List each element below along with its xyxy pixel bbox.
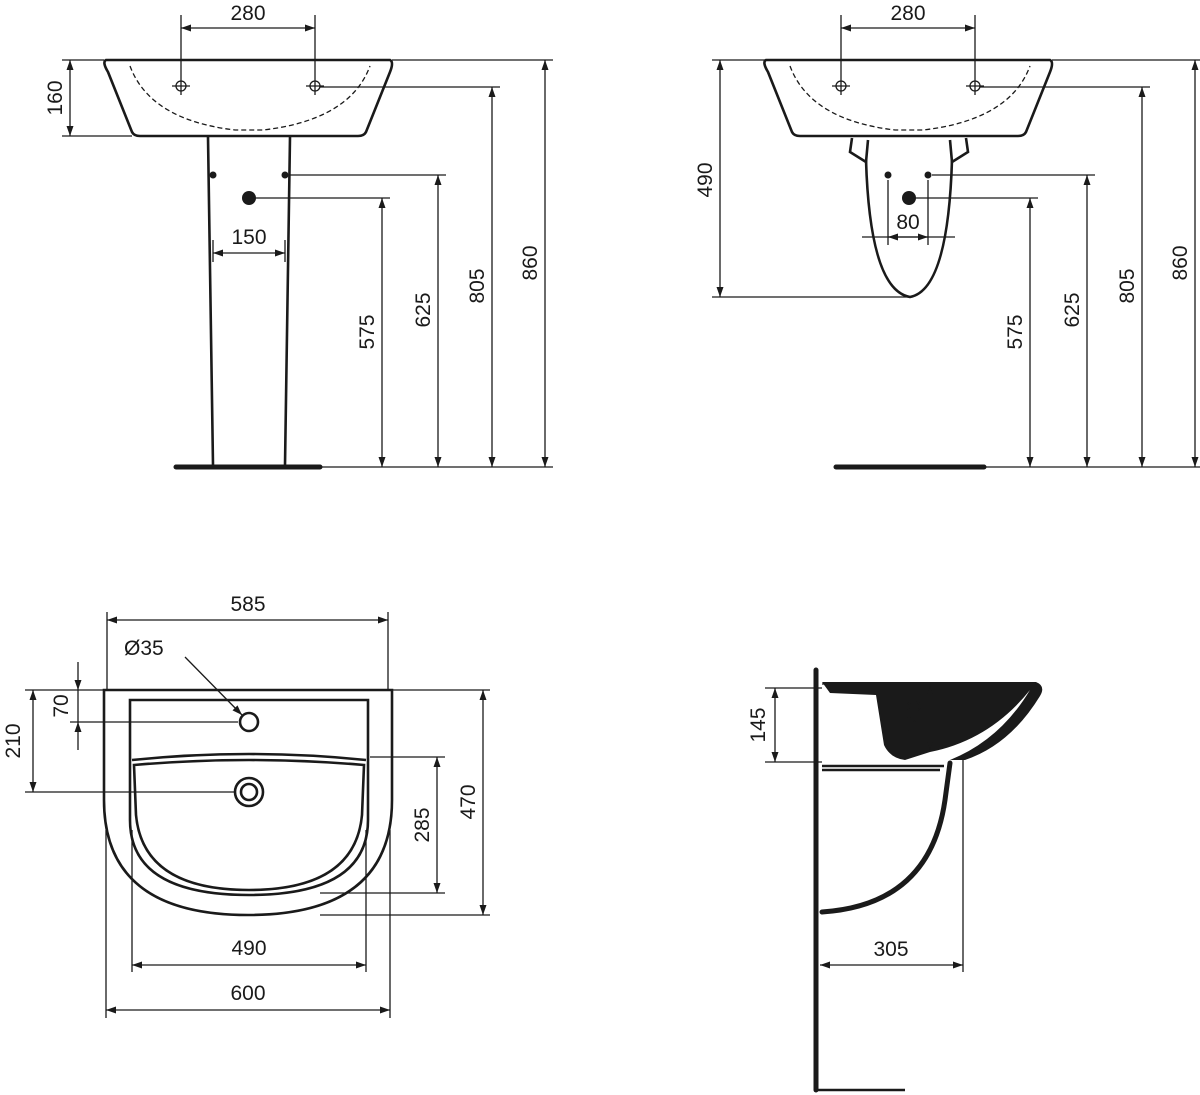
dim-805: 805 xyxy=(466,268,489,303)
tap-hole xyxy=(238,711,260,733)
basin-outline xyxy=(103,58,394,138)
waste-point xyxy=(902,191,916,205)
pedestal-front-view: 280 160 150 575 625 805 860 xyxy=(44,2,553,470)
pedestal-top xyxy=(822,764,944,772)
side-view: 145 140 305 xyxy=(747,667,1043,1093)
dim-145: 145 xyxy=(747,707,770,742)
extension-lines xyxy=(712,15,1200,468)
waste-point xyxy=(242,191,256,205)
dim-860: 860 xyxy=(1169,245,1192,280)
dim-625: 625 xyxy=(412,292,435,327)
pedestal xyxy=(206,136,292,466)
pedestal-profile xyxy=(819,760,953,915)
plan-view: 585 Ø35 70 210 285 470 490 600 xyxy=(2,593,490,1018)
basin-outline xyxy=(763,58,1054,138)
supply-point xyxy=(281,171,289,179)
dim-860: 860 xyxy=(519,245,542,280)
basin-outer-outline xyxy=(102,688,394,917)
dim-600: 600 xyxy=(230,982,265,1005)
dim-285: 285 xyxy=(411,807,434,842)
supply-point xyxy=(884,171,892,179)
tap-hole-marks xyxy=(172,80,324,92)
supply-point xyxy=(209,171,217,179)
dim-625: 625 xyxy=(1061,292,1084,327)
dim-305: 305 xyxy=(873,938,908,961)
supply-point xyxy=(924,171,932,179)
dim-tap-hole-diameter: Ø35 xyxy=(124,637,164,660)
dim-575: 575 xyxy=(356,314,379,349)
basin-rim-inner xyxy=(128,698,370,897)
semi-pedestal-front-view: 280 490 80 575 625 805 860 xyxy=(694,2,1200,470)
tap-hole-marks xyxy=(832,80,984,92)
bracket xyxy=(848,137,970,165)
dim-140: 140 xyxy=(903,700,926,735)
waste-outlet-inner xyxy=(239,782,259,802)
extension-lines xyxy=(25,612,490,1018)
dim-490: 490 xyxy=(231,937,266,960)
dim-490: 490 xyxy=(694,162,717,197)
dim-70: 70 xyxy=(50,694,73,717)
dim-210: 210 xyxy=(2,723,25,758)
dim-575: 575 xyxy=(1004,314,1027,349)
dim-280: 280 xyxy=(890,2,925,25)
extension-lines xyxy=(62,15,553,468)
tap-deck xyxy=(131,752,367,762)
dim-470: 470 xyxy=(457,784,480,819)
bowl-hidden-line xyxy=(129,65,371,131)
dim-160: 160 xyxy=(44,80,67,115)
bowl xyxy=(132,758,366,892)
waste-outlet-outer xyxy=(233,776,265,808)
bowl-hidden-line xyxy=(789,65,1031,131)
basin-profile xyxy=(822,682,1043,760)
dim-280: 280 xyxy=(230,2,265,25)
dim-80: 80 xyxy=(896,211,919,234)
dim-150: 150 xyxy=(231,226,266,249)
dim-585: 585 xyxy=(230,593,265,616)
dim-805: 805 xyxy=(1116,268,1139,303)
